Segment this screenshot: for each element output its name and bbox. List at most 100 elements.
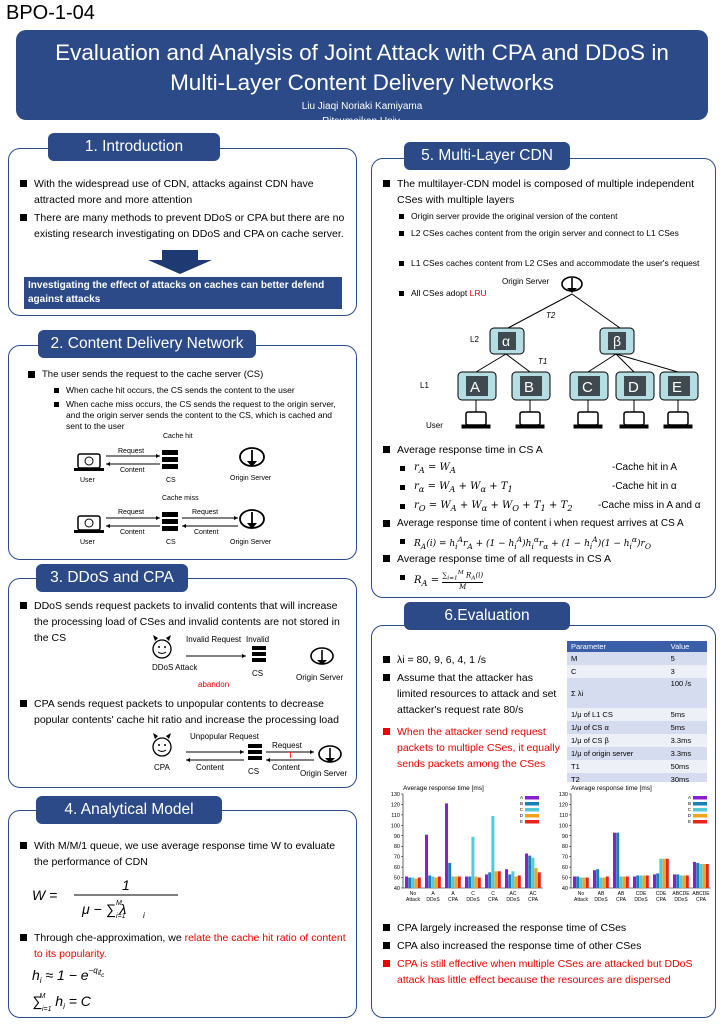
bar bbox=[534, 868, 538, 888]
bar bbox=[454, 876, 458, 888]
cpa-label: CPA bbox=[154, 763, 171, 772]
eq-ra: rA = WA bbox=[400, 462, 456, 475]
mlcdn-bullet-1: The multilayer-CDN model is composed of … bbox=[383, 176, 713, 208]
svg-text:∑i=1M hi = C: ∑i=1M hi = C bbox=[32, 993, 92, 1013]
bar bbox=[511, 871, 515, 888]
case-1: -Cache hit in A bbox=[612, 462, 678, 473]
x-tick-label: CPA bbox=[696, 897, 707, 903]
cloud-download-icon bbox=[318, 745, 342, 763]
x-tick-label: DDoS bbox=[466, 897, 480, 903]
x-tick-label: DDoS bbox=[594, 897, 608, 903]
bar bbox=[408, 877, 412, 888]
l2-node-alpha: α bbox=[489, 327, 525, 355]
model-title: 4. Analytical Model bbox=[36, 796, 222, 824]
ddos-bullet-2: CPA sends request packets to unpopular c… bbox=[20, 696, 350, 728]
legend-label: A bbox=[688, 795, 691, 800]
legend-swatch bbox=[693, 796, 707, 800]
eval-bullet-4: CPA largely increased the response time … bbox=[383, 920, 713, 936]
invalid-request-label: Invalid Request bbox=[186, 635, 242, 644]
x-tick-label: CPA bbox=[656, 897, 667, 903]
svg-text:μ − ∑ λ: μ − ∑ λ bbox=[81, 901, 126, 918]
chart-title: Average response time [ms] bbox=[403, 785, 484, 792]
x-tick-label: C bbox=[471, 891, 475, 897]
model-bullet-2: Through che-approximation, we relate the… bbox=[20, 930, 350, 962]
user-label: User bbox=[80, 539, 95, 546]
origin-label: Origin Server bbox=[502, 277, 549, 286]
cloud-download-icon bbox=[561, 276, 583, 293]
chart-title: Average response time [ms] bbox=[571, 785, 652, 792]
cs-label-2: CS bbox=[166, 539, 176, 546]
user-label: User bbox=[80, 477, 95, 484]
bar bbox=[474, 876, 478, 888]
y-tick-label: 50 bbox=[394, 876, 400, 882]
cloud-download-icon bbox=[239, 509, 265, 529]
mlcdn-sub-3: L1 CSes caches content from L2 CSes and … bbox=[399, 258, 704, 269]
bar bbox=[417, 877, 421, 888]
legend-swatch bbox=[525, 814, 539, 818]
bar bbox=[593, 870, 596, 888]
model-bullet-1: With M/M/1 queue, we use average respons… bbox=[20, 838, 350, 870]
bar bbox=[414, 878, 418, 888]
eval-bullet-6: CPA is still effective when multiple CSe… bbox=[383, 956, 713, 988]
cdn-panel bbox=[8, 345, 357, 560]
mlcdn-topology: Origin Server T2 L2 α β T1 L1 A B C D E … bbox=[420, 276, 699, 430]
t1-label: T1 bbox=[538, 357, 547, 366]
equation-h: hi ≈ 1 − e−qitc ∑i=1M hi = C bbox=[32, 966, 104, 1013]
x-tick-label: AC bbox=[530, 891, 537, 897]
svg-text:hi ≈ 1 − e−qitc: hi ≈ 1 − e−qitc bbox=[32, 966, 104, 985]
y-tick-label: 90 bbox=[562, 834, 568, 840]
l1-node-d: D bbox=[615, 371, 655, 401]
x-tick-label: CDE bbox=[656, 891, 667, 897]
table-header-value: Value bbox=[666, 641, 707, 652]
origin-label: Origin Server bbox=[296, 673, 343, 682]
mlcdn-title: 5. Multi-Layer CDN bbox=[404, 142, 570, 170]
cache-miss-label: Cache miss bbox=[162, 495, 199, 502]
cloud-download-icon bbox=[310, 647, 334, 665]
chart-background bbox=[377, 782, 547, 920]
x-tick-label: ABCDE bbox=[692, 891, 710, 897]
legend-label: B bbox=[520, 801, 523, 806]
invalid-label: Invalid bbox=[246, 635, 269, 644]
l1-node-e: E bbox=[659, 371, 699, 401]
x-tick-label: DDoS bbox=[506, 897, 520, 903]
chart-multi-cs: Average response time [ms]40506070809010… bbox=[545, 782, 715, 920]
x-tick-label: CPA bbox=[448, 897, 459, 903]
bar bbox=[656, 873, 660, 888]
origin-label-2: Origin Server bbox=[230, 539, 272, 546]
ddos-panel bbox=[8, 578, 357, 788]
mlcdn-sub-1: Origin server provide the original versi… bbox=[399, 211, 704, 222]
legend-swatch bbox=[525, 820, 539, 824]
t2-label: T2 bbox=[546, 311, 556, 320]
x-tick-label: AB bbox=[618, 891, 625, 897]
chart-background bbox=[545, 782, 715, 920]
y-tick-label: 120 bbox=[391, 802, 400, 808]
bar bbox=[457, 876, 461, 888]
bar bbox=[485, 874, 488, 888]
abandon-label: abandon bbox=[198, 680, 229, 689]
request-label-2: Request bbox=[118, 509, 144, 516]
svg-text:C: C bbox=[582, 379, 593, 396]
bar bbox=[676, 874, 680, 888]
ddos-attack-label: DDoS Attack bbox=[152, 663, 198, 672]
server-icon bbox=[162, 512, 178, 531]
bar bbox=[425, 834, 428, 888]
cdn-diagram: User Request Content Cache hit CS Origin… bbox=[74, 433, 272, 546]
bar bbox=[468, 876, 472, 888]
bar bbox=[696, 862, 700, 888]
eq-rai: RA(i) = hiArA + (1 − hiA)hiαrα + (1 − hi… bbox=[400, 535, 651, 551]
bar bbox=[605, 876, 609, 888]
legend-swatch bbox=[525, 808, 539, 812]
x-tick-label: DDoS bbox=[634, 897, 648, 903]
l2-node-beta: β bbox=[599, 327, 635, 355]
case-2: -Cache hit in α bbox=[612, 481, 677, 492]
bar bbox=[431, 876, 435, 888]
ddos-bullet-1: DDoS sends request packets to invalid co… bbox=[20, 598, 350, 646]
mlcdn-bullet-2: Average response time in CS A bbox=[383, 442, 713, 458]
origin-label-1: Origin Server bbox=[230, 475, 272, 482]
bar bbox=[494, 871, 498, 888]
